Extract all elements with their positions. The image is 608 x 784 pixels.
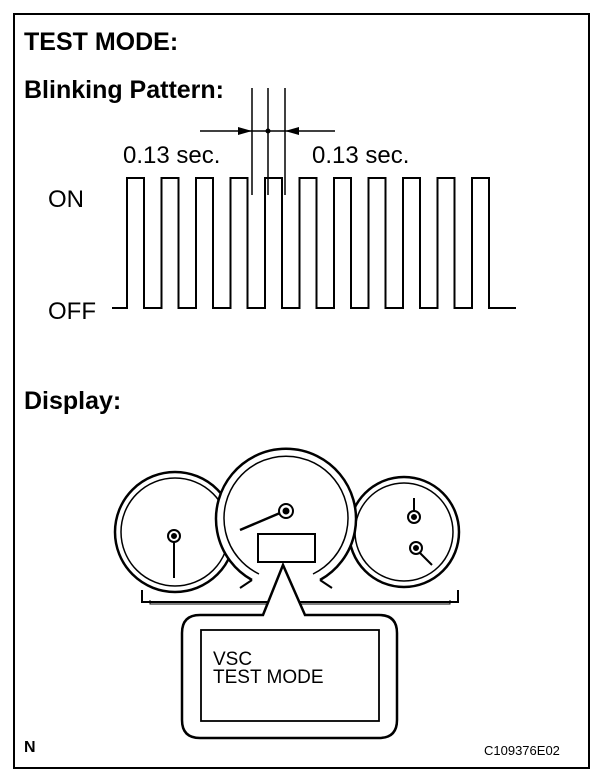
display-callout [180, 561, 399, 740]
center-dot [265, 128, 271, 134]
center-gauge [214, 447, 358, 589]
display-label: Display: [24, 387, 122, 415]
on-level-label: ON [48, 186, 84, 213]
off-level-label: OFF [48, 298, 96, 325]
footer-n-label: N [24, 739, 36, 756]
arrow-right-icon [238, 127, 252, 135]
figure-code: C109376E02 [484, 743, 560, 758]
on-time-label: 0.13 sec. [123, 142, 221, 169]
blinking-pattern-label: Blinking Pattern: [24, 76, 225, 104]
test-mode-heading: TEST MODE: [24, 28, 179, 56]
lcd-line-1: VSC [213, 649, 253, 670]
figure-frame [13, 13, 590, 769]
lcd-line-2: TEST MODE [213, 667, 324, 688]
multi-info-display [257, 533, 316, 563]
cluster-base [141, 590, 459, 603]
arrow-left-icon [285, 127, 299, 135]
right-gauge [347, 475, 461, 589]
off-time-label: 0.13 sec. [312, 142, 410, 169]
instrument-cluster [113, 447, 461, 605]
blink-waveform [112, 177, 516, 309]
